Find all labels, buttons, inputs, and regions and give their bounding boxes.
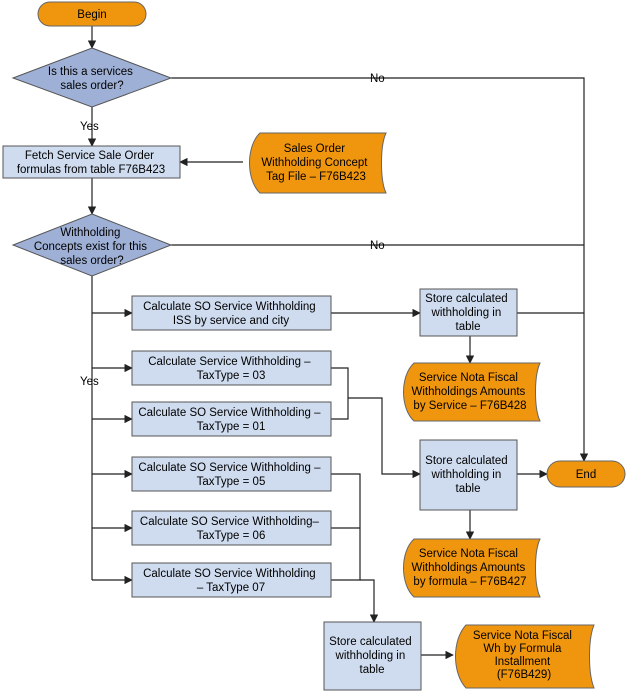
decision-withholding-concepts: Withholding Concepts exist for this sale…: [11, 213, 173, 277]
tag-file-document: Sales Order Withholding Concept Tag File…: [249, 132, 387, 194]
calc-03-text: Calculate Service Withholding – TaxType …: [148, 356, 314, 382]
store-3-text: Store calculated withholding in table: [329, 636, 415, 676]
connectors: [87, 26, 589, 660]
calc-05-text: Calculate SO Service Withholding – TaxTy…: [138, 462, 323, 488]
arrow-services-no-to-end: [171, 77, 589, 462]
store-calculated-3: Store calculated withholding in table: [323, 621, 422, 691]
calc-06-text: Calculate SO Service Withholding– TaxTyp…: [140, 516, 322, 542]
doc-installment-text: Service Nota Fiscal Wh by Formula Instal…: [473, 630, 575, 681]
doc-by-formula-text: Service Nota Fiscal Withholdings Amounts…: [412, 548, 529, 588]
line-03-01-bracket: [331, 367, 349, 420]
fetch-formulas-text: Fetch Service Sale Order formulas from t…: [17, 150, 165, 176]
begin-terminator: Begin: [37, 1, 147, 27]
calc-taxtype-03-process: Calculate Service Withholding – TaxType …: [131, 350, 332, 386]
label-no-concepts: No: [370, 240, 385, 252]
decision-services-text: Is this a services sales order?: [48, 66, 136, 92]
store-calculated-1: Store calculated withholding in table: [419, 288, 518, 337]
calc-taxtype-07-process: Calculate SO Service Withholding – TaxTy…: [131, 562, 332, 598]
label-yes-concepts: Yes: [80, 376, 99, 388]
fetch-formulas-process: Fetch Service Sale Order formulas from t…: [2, 145, 181, 179]
calc-taxtype-05-process: Calculate SO Service Withholding – TaxTy…: [131, 456, 332, 492]
doc-by-service-text: Service Nota Fiscal Withholdings Amounts…: [412, 372, 529, 412]
doc-installment: Service Nota Fiscal Wh by Formula Instal…: [455, 624, 595, 689]
label-no-services: No: [370, 73, 385, 85]
calc-iss-process: Calculate SO Service Withholding ISS by …: [131, 295, 332, 331]
store-calculated-2: Store calculated withholding in table: [419, 439, 518, 511]
doc-by-service: Service Nota Fiscal Withholdings Amounts…: [403, 362, 541, 422]
calc-01-text: Calculate SO Service Withholding – TaxTy…: [138, 407, 323, 433]
arrow-03-01-to-store2: [348, 397, 421, 479]
line-05-07-bracket: [331, 473, 361, 581]
label-yes-services: Yes: [80, 121, 99, 133]
arrow-05-07-to-store3: [360, 579, 379, 623]
tag-file-text: Sales Order Withholding Concept Tag File…: [261, 143, 370, 183]
end-label: End: [576, 469, 596, 481]
calc-iss-text: Calculate SO Service Withholding ISS by …: [143, 301, 319, 327]
decision-services-sales-order: Is this a services sales order?: [11, 47, 173, 108]
store-2-text: Store calculated withholding in table: [425, 455, 511, 495]
doc-by-formula: Service Nota Fiscal Withholdings Amounts…: [403, 538, 541, 598]
end-terminator: End: [546, 460, 626, 488]
calc-taxtype-06-process: Calculate SO Service Withholding– TaxTyp…: [131, 510, 332, 546]
calc-taxtype-01-process: Calculate SO Service Withholding – TaxTy…: [131, 401, 332, 437]
begin-label: Begin: [77, 9, 106, 21]
decision-concepts-text: Withholding Concepts exist for this sale…: [34, 227, 150, 267]
store-1-text: Store calculated withholding in table: [425, 293, 511, 333]
calc-07-text: Calculate SO Service Withholding – TaxTy…: [143, 568, 319, 594]
